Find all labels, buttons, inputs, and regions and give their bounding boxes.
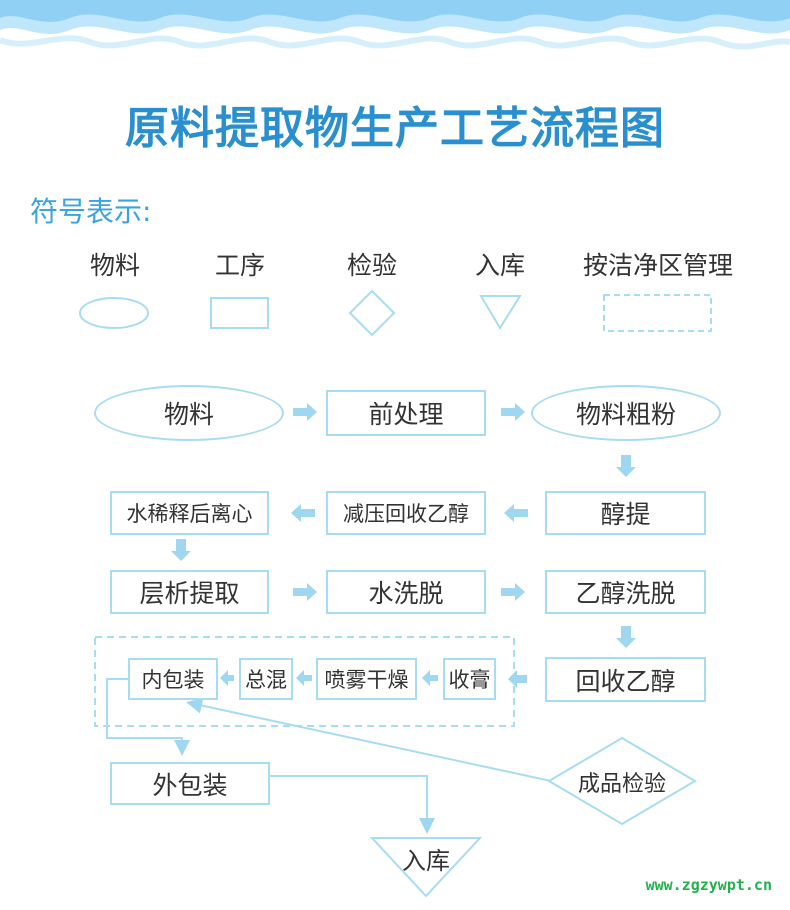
legend-label-process: 工序 xyxy=(214,251,265,280)
line-outer-to-warehouse xyxy=(270,775,435,834)
line-inner-to-outer xyxy=(106,678,190,756)
wave-header xyxy=(0,0,790,50)
arrow-chromatography-to-water-elution xyxy=(293,583,317,601)
legend-label-clean-area: 按洁净区管理 xyxy=(582,251,733,280)
node-raw-material: 物料 xyxy=(94,385,284,441)
legend-rectangle-shape xyxy=(210,297,269,329)
node-product-inspection-label: 成品检验 xyxy=(577,772,666,797)
arrow-powder-to-alcohol-extraction xyxy=(616,455,636,477)
node-alcohol-extraction: 醇提 xyxy=(545,491,706,535)
arrow-material-to-pretreatment xyxy=(293,403,317,421)
node-coarse-powder: 物料粗粉 xyxy=(531,385,721,441)
node-pretreatment: 前处理 xyxy=(326,390,486,436)
page-title: 原料提取物生产工艺流程图 xyxy=(125,103,665,154)
product-inspection-diamond xyxy=(547,736,697,826)
arrow-vacuum-to-dilution xyxy=(291,504,315,522)
node-ethanol-recovery: 回收乙醇 xyxy=(545,657,706,702)
node-vacuum-ethanol-recovery: 减压回收乙醇 xyxy=(326,491,486,535)
arrow-alcohol-extraction-to-vacuum xyxy=(504,504,528,522)
node-water-dilution-centrifuge: 水稀释后离心 xyxy=(110,491,269,535)
legend-triangle-shape xyxy=(479,295,522,330)
watermark: www.zgzywpt.cn xyxy=(645,876,772,894)
node-water-elution: 水洗脱 xyxy=(326,570,486,614)
legend-diamond-shape xyxy=(348,289,396,337)
line-inspection-to-inner xyxy=(186,697,552,782)
arrow-mixing-to-inner xyxy=(220,670,234,686)
node-ethanol-elution: 乙醇洗脱 xyxy=(545,570,706,614)
node-total-mixing: 总混 xyxy=(239,658,293,700)
node-warehousing-label: 入库 xyxy=(402,847,450,875)
arrow-water-elution-to-ethanol-elution xyxy=(501,583,525,601)
arrow-recovery-to-concentrate xyxy=(508,670,527,688)
node-spray-drying: 喷雾干燥 xyxy=(316,658,417,700)
legend-label-material: 物料 xyxy=(89,251,140,280)
clean-area-region xyxy=(94,636,515,727)
arrow-ethanol-elution-to-recovery xyxy=(616,626,636,648)
node-inner-packaging: 内包装 xyxy=(128,658,218,700)
legend-label-warehouse: 入库 xyxy=(474,251,525,280)
node-outer-packaging: 外包装 xyxy=(110,762,270,805)
legend-ellipse-shape xyxy=(79,297,149,329)
arrow-concentrate-to-spray xyxy=(422,670,438,686)
arrow-dilution-to-chromatography xyxy=(171,539,191,561)
legend-label-inspection: 检验 xyxy=(346,251,397,280)
legend-heading: 符号表示: xyxy=(30,195,152,228)
legend-shapes xyxy=(79,289,712,337)
node-chromatography-extraction: 层析提取 xyxy=(110,570,269,614)
legend-dashed-rectangle-shape xyxy=(603,294,712,332)
arrow-spray-to-mixing xyxy=(296,670,312,686)
node-concentrate: 收膏 xyxy=(443,658,496,700)
warehousing-triangle xyxy=(369,837,483,898)
arrow-pretreatment-to-powder xyxy=(501,403,525,421)
